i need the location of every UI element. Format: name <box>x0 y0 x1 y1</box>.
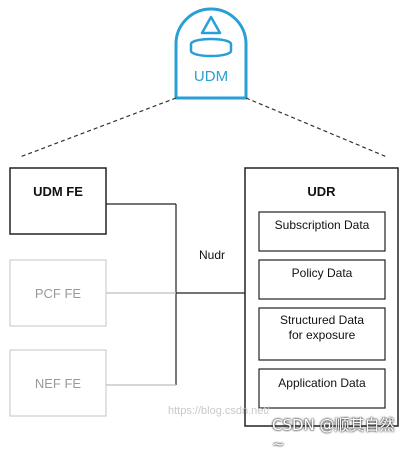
udr-item-policy-label: Policy Data <box>291 266 353 280</box>
udr-item-structured-box <box>258 307 386 361</box>
dashed-line-left <box>19 97 177 158</box>
udr-item-subscription-label: Subscription Data <box>274 218 370 232</box>
nudr-interface-label: Nudr <box>198 248 225 262</box>
udr-item-application-label: Application Data <box>278 376 366 390</box>
nef-fe-label: NEF FE <box>34 376 82 391</box>
udr-item-subscription-box <box>258 211 386 252</box>
nef-fe-box <box>9 349 107 417</box>
udm-label: UDM <box>193 68 229 85</box>
connector-lines <box>106 203 245 386</box>
udm-icon <box>174 7 248 100</box>
pcf-fe-label: PCF FE <box>34 286 82 301</box>
watermark-author: CSDN @顺其自然~ <box>272 416 395 453</box>
udm-fe-box <box>9 167 107 235</box>
watermark-url: https://blog.csdn.net/ <box>168 405 270 417</box>
udr-item-policy-box <box>258 259 386 300</box>
udr-item-structured-label: Structured Data for exposure <box>279 313 365 342</box>
udr-title: UDR <box>307 184 336 199</box>
udr-item-application-box <box>258 368 386 409</box>
dashed-line-right <box>245 97 388 158</box>
udm-fe-label: UDM FE <box>33 184 83 199</box>
